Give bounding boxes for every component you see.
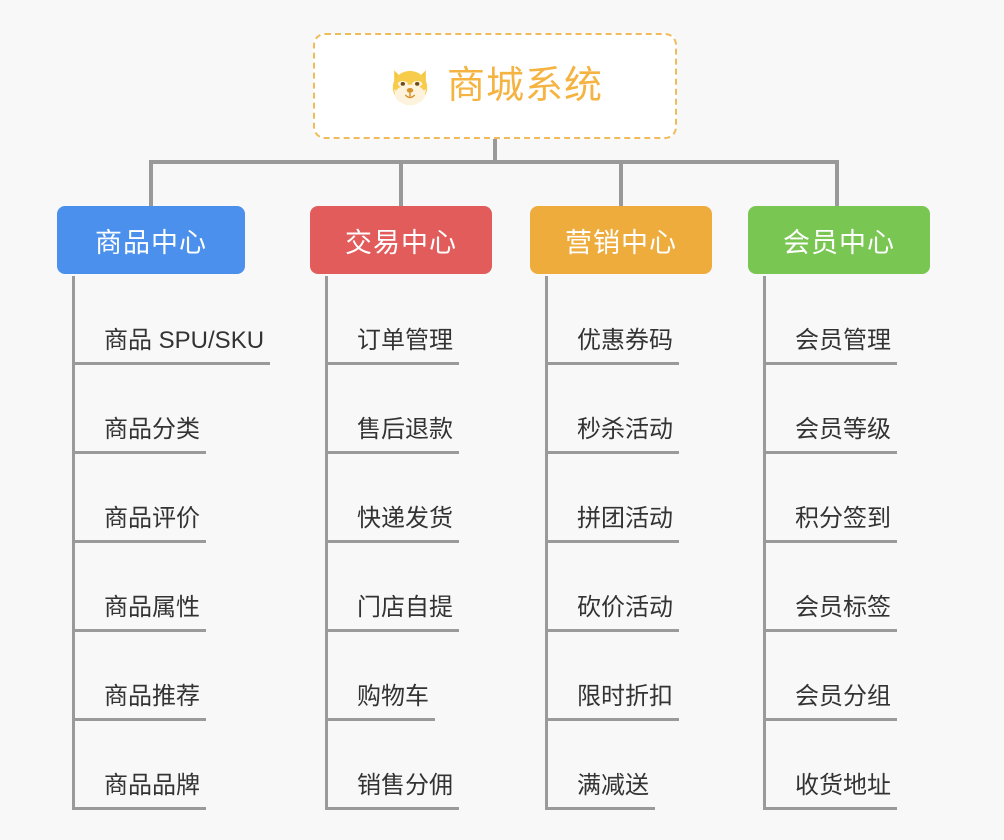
leaf-item[interactable]: 快递发货 [325,454,459,543]
leaf-label: 优惠券码 [545,327,679,365]
branch-spine [72,276,75,810]
connector-horizontal-bus [149,160,837,164]
leaf-label: 会员等级 [763,416,897,454]
leaf-label: 购物车 [325,683,435,721]
leaf-item[interactable]: 商品属性 [72,543,206,632]
category-box-marketing[interactable]: 营销中心 [530,206,712,274]
leaf-item[interactable]: 商品分类 [72,365,206,454]
connector-drop-4 [835,160,839,206]
leaf-item[interactable]: 收货地址 [763,721,897,810]
root-node[interactable]: 商城系统 [313,33,677,139]
branch-spine [325,276,328,810]
leaf-label: 订单管理 [325,327,459,365]
leaf-item[interactable]: 会员分组 [763,632,897,721]
leaf-item[interactable]: 商品 SPU/SKU [72,276,271,365]
leaf-label: 商品评价 [72,505,206,543]
leaf-label: 售后退款 [325,416,459,454]
category-label: 会员中心 [783,227,895,258]
leaf-item[interactable]: 商品推荐 [72,632,206,721]
leaf-label: 商品品牌 [72,772,206,810]
category-label: 交易中心 [345,227,457,258]
leaf-item[interactable]: 商品品牌 [72,721,206,810]
leaf-label: 门店自提 [325,594,459,632]
leaf-label: 会员标签 [763,594,897,632]
leaf-item[interactable]: 会员等级 [763,365,897,454]
leaf-item[interactable]: 门店自提 [325,543,459,632]
leaf-label: 会员分组 [763,683,897,721]
leaf-label: 秒杀活动 [545,416,679,454]
leaf-label: 商品 SPU/SKU [72,327,271,365]
category-label: 商品中心 [95,227,207,258]
branch-spine [545,276,548,810]
category-label: 营销中心 [565,227,677,258]
leaf-item[interactable]: 售后退款 [325,365,459,454]
leaf-item[interactable]: 满减送 [545,721,655,810]
leaf-label: 快递发货 [325,505,459,543]
leaf-item[interactable]: 积分签到 [763,454,897,543]
connector-drop-2 [399,160,403,206]
leaf-item[interactable]: 砍价活动 [545,543,679,632]
leaf-label: 销售分佣 [325,772,459,810]
leaf-label: 收货地址 [763,772,897,810]
branch-spine [763,276,766,810]
leaf-label: 砍价活动 [545,594,679,632]
leaf-item[interactable]: 会员标签 [763,543,897,632]
leaf-item[interactable]: 订单管理 [325,276,459,365]
leaf-item[interactable]: 优惠券码 [545,276,679,365]
leaf-item[interactable]: 商品评价 [72,454,206,543]
leaf-label: 限时折扣 [545,683,679,721]
leaf-label: 会员管理 [763,327,897,365]
leaf-label: 商品分类 [72,416,206,454]
connector-drop-1 [149,160,153,206]
leaf-label: 满减送 [545,772,655,810]
leaf-item[interactable]: 限时折扣 [545,632,679,721]
leaf-label: 积分签到 [763,505,897,543]
leaf-item[interactable]: 购物车 [325,632,435,721]
shiba-dog-icon [392,70,428,106]
leaf-label: 拼团活动 [545,505,679,543]
leaf-label: 商品属性 [72,594,206,632]
leaf-item[interactable]: 拼团活动 [545,454,679,543]
root-title: 商城系统 [446,65,603,107]
leaf-item[interactable]: 销售分佣 [325,721,459,810]
connector-drop-3 [619,160,623,206]
category-box-transaction[interactable]: 交易中心 [310,206,492,274]
leaf-item[interactable]: 秒杀活动 [545,365,679,454]
category-box-member[interactable]: 会员中心 [748,206,930,274]
category-box-product[interactable]: 商品中心 [57,206,245,274]
connector-root-stem [493,139,497,163]
leaf-item[interactable]: 会员管理 [763,276,897,365]
leaf-label: 商品推荐 [72,683,206,721]
